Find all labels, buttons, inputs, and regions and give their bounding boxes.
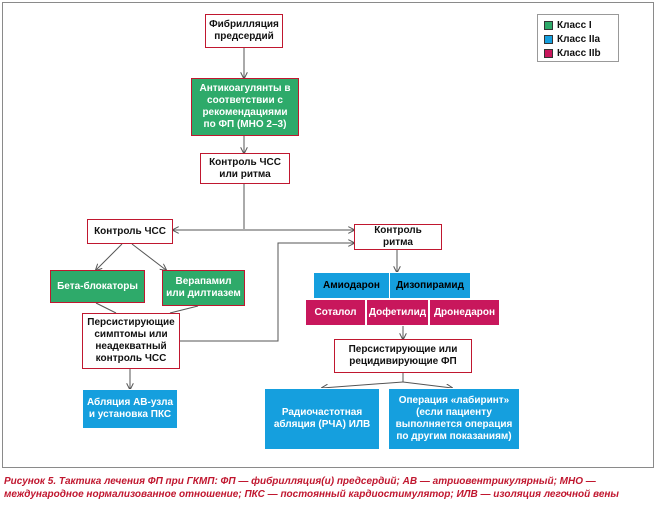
legend-label: Класс IIb (557, 47, 601, 59)
legend-label: Класс I (557, 19, 592, 31)
node-verapamil: Верапамил или дилтиазем (162, 270, 245, 306)
node-rhythm-control: Контроль ритма (354, 224, 442, 250)
legend-item-class-1: Класс I (544, 19, 592, 31)
legend-swatch (544, 34, 553, 44)
figure-caption: Рисунок 5. Тактика лечения ФП при ГКМП: … (4, 476, 619, 500)
figure-frame (2, 2, 654, 468)
node-anticoag: Антикоагулянты в соответствии с рекоменд… (191, 78, 299, 136)
node-amiodarone: Амиодарон (313, 272, 390, 299)
arrow-rate-verapamil (131, 243, 166, 270)
node-persist-af: Персистирующие или рецидивирующие ФП (334, 339, 472, 373)
node-persist-symptoms: Персистирующие симптомы или неадекватный… (82, 313, 180, 369)
node-sotalol: Соталол (305, 299, 366, 326)
node-af: Фибрилляция предсердий (205, 14, 283, 48)
node-rate-rhythm: Контроль ЧСС или ритма (200, 153, 290, 184)
node-beta-blockers: Бета-блокаторы (50, 270, 145, 303)
legend-swatch (544, 20, 553, 30)
legend-label: Класс IIa (557, 33, 601, 45)
node-disopyramide: Дизопирамид (389, 272, 471, 299)
legend-item-class-2a: Класс IIa (544, 33, 600, 45)
legend: Класс I Класс IIa Класс IIb (537, 14, 619, 62)
node-maze: Операция «лабиринт» (если пациенту выпол… (388, 388, 520, 450)
node-rate-control: Контроль ЧСС (87, 219, 173, 244)
node-dofetilide: Дофетилид (366, 299, 429, 326)
arrow-to-rfa (322, 381, 404, 388)
line-verapamil-persist (169, 305, 199, 314)
arrow-persist-rhythm (180, 243, 354, 342)
node-av-ablation: Абляция АВ-узла и установка ПКС (82, 389, 178, 429)
line-beta-persist (95, 302, 117, 314)
legend-item-class-2b: Класс IIb (544, 47, 601, 59)
node-rfa: Радиочастотная абляция (РЧА) ИЛВ (264, 388, 380, 450)
arrow-to-maze (402, 381, 452, 388)
legend-swatch (544, 48, 553, 58)
node-dronedarone: Дронедарон (429, 299, 500, 326)
arrow-rate-beta (96, 243, 123, 270)
